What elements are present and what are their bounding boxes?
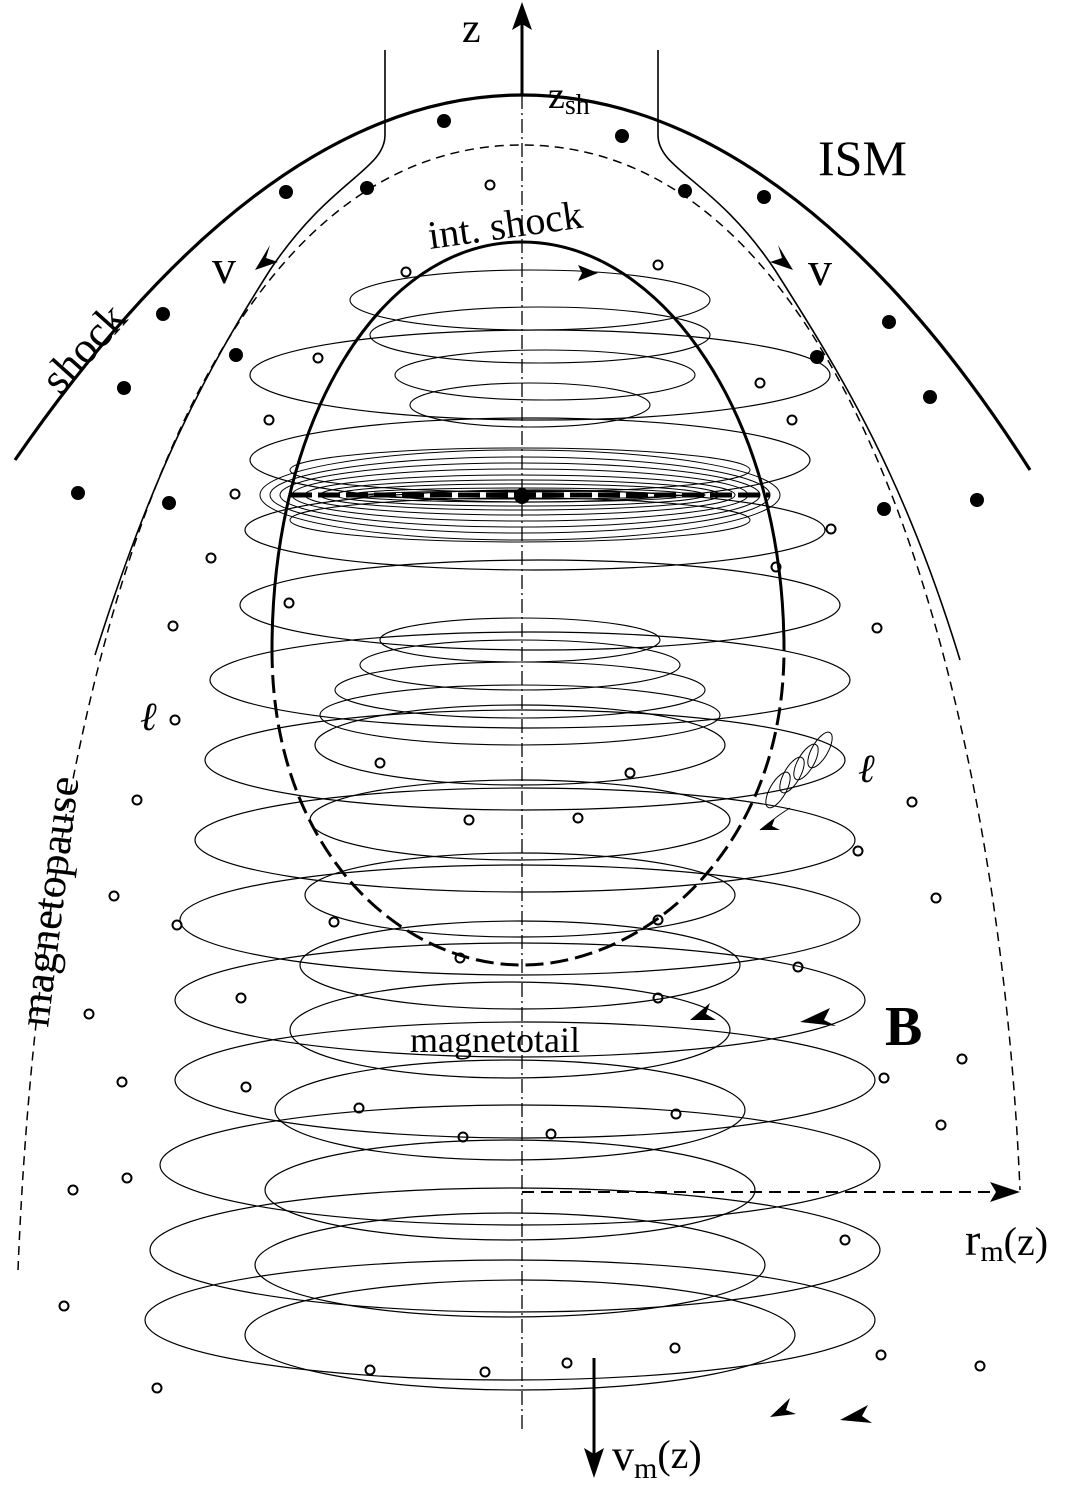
- v-right-label: v: [808, 243, 832, 296]
- ell-left-label: ℓ: [140, 694, 157, 739]
- rm-main: r: [965, 1214, 980, 1265]
- rm-arrowhead: [990, 1182, 1020, 1202]
- vm-arg: (z): [657, 1432, 701, 1477]
- rm-arg: (z): [1004, 1219, 1048, 1264]
- field-arrow-b2: [800, 1008, 836, 1026]
- vm-sub: m: [634, 1452, 657, 1485]
- field-arrow-helix: [760, 818, 780, 830]
- flow-arrowhead-right: [770, 245, 793, 270]
- vm-label: vm(z): [612, 1431, 702, 1485]
- zsh-sub: sh: [565, 90, 590, 121]
- rm-sub: m: [980, 1235, 1003, 1268]
- zsh-main: z: [548, 75, 565, 117]
- vm-main: v: [612, 1431, 634, 1480]
- inner-coils: [320, 270, 720, 745]
- internal-shock-upper: [272, 242, 784, 650]
- magnetopause-label: magnetopause: [9, 773, 88, 1029]
- rm-label: rm(z): [965, 1214, 1048, 1268]
- magnetotail-label: magnetotail: [410, 1020, 580, 1060]
- z-axis-label: z: [462, 6, 481, 52]
- zsh-label: zsh: [548, 75, 590, 121]
- field-arrow-bottom1: [770, 1398, 796, 1417]
- field-arrow-top: [578, 265, 598, 281]
- internal-shock-lower: [272, 650, 784, 965]
- field-arrow-bottom2: [840, 1405, 872, 1423]
- flow-arrowhead-left: [255, 245, 278, 270]
- ell-right-label: ℓ: [858, 746, 875, 791]
- v-left-label: v: [212, 241, 236, 294]
- magnetotail-coils: [145, 330, 880, 1390]
- ism-label: ISM: [818, 130, 907, 186]
- b-field-label: B: [885, 996, 922, 1058]
- central-source: [514, 488, 530, 504]
